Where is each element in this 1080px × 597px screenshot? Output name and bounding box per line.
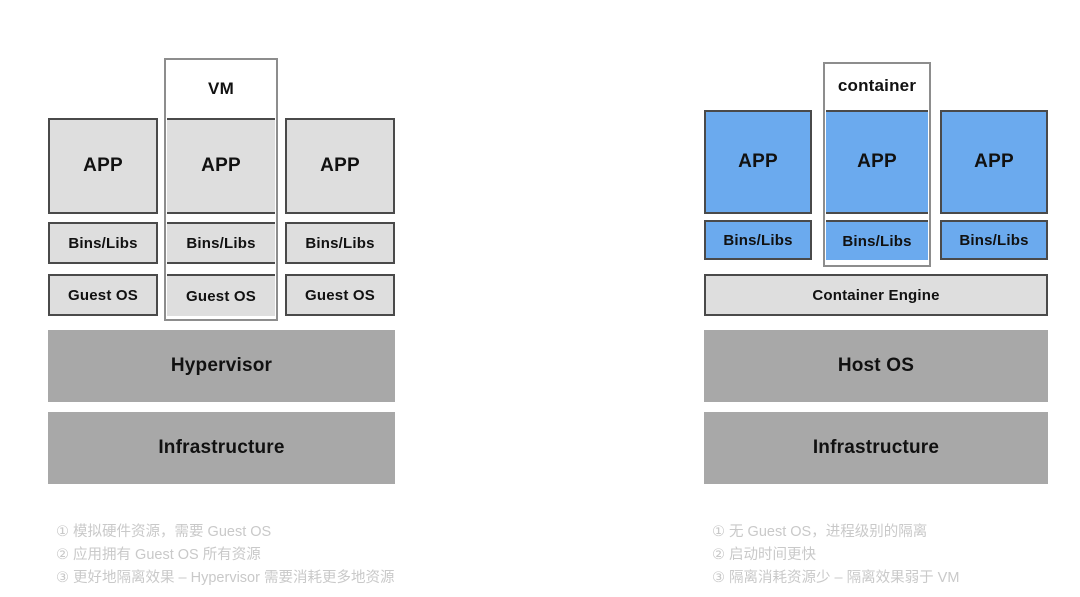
container-bins-box-1: Bins/Libs [704,220,812,260]
vm-bins-box-2: Bins/Libs [167,222,275,264]
vm-notes-list: ① 模拟硬件资源，需要 Guest OS ② 应用拥有 Guest OS 所有资… [56,521,394,590]
vm-app-box-2: APP [167,118,275,214]
vm-note-3: ③ 更好地隔离效果 – Hypervisor 需要消耗更多地资源 [56,570,395,586]
container-note-2: ② 启动时间更快 [712,547,817,563]
container-notes-list: ① 无 Guest OS，进程级别的隔离 ② 启动时间更快 ③ 隔离消耗资源少 … [712,521,959,590]
container-app-box-3: APP [940,110,1048,214]
container-note-3: ③ 隔离消耗资源少 – 隔离效果弱于 VM [712,570,960,586]
container-cap-label: container [823,62,931,108]
vm-guest-os-box-2: Guest OS [167,274,275,316]
container-infrastructure-bar: Infrastructure [704,412,1048,484]
container-note-1: ① 无 Guest OS，进程级别的隔离 [712,524,928,540]
container-bins-box-3: Bins/Libs [940,220,1048,260]
vm-app-box-1: APP [48,118,158,214]
container-wrapper-frame [823,106,931,267]
container-app-box-2: APP [826,110,928,214]
container-bins-box-2: Bins/Libs [826,220,928,260]
hypervisor-bar: Hypervisor [48,330,395,402]
vm-note-2: ② 应用拥有 Guest OS 所有资源 [56,547,261,563]
vm-guest-os-box-3: Guest OS [285,274,395,316]
vm-wrapper-frame [164,116,278,321]
host-os-bar: Host OS [704,330,1048,402]
vm-app-box-3: APP [285,118,395,214]
container-engine-bar: Container Engine [704,274,1048,316]
vm-cap-label: VM [164,58,278,118]
vm-note-1: ① 模拟硬件资源，需要 Guest OS [56,524,272,540]
container-app-box-1: APP [704,110,812,214]
vm-guest-os-box-1: Guest OS [48,274,158,316]
vm-bins-box-1: Bins/Libs [48,222,158,264]
vm-bins-box-3: Bins/Libs [285,222,395,264]
vm-infrastructure-bar: Infrastructure [48,412,395,484]
